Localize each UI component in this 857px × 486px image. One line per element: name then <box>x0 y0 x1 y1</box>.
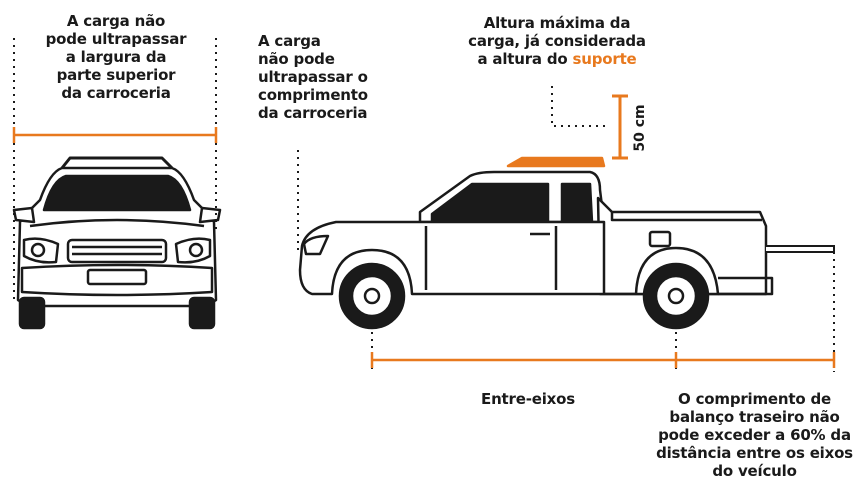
wheelbase-caption: Entre-eixos <box>448 390 608 408</box>
width-rule-caption: A carga não pode ultrapassar a largura d… <box>36 12 196 102</box>
height-value-label: 50 cm <box>632 104 648 151</box>
load-extension <box>766 245 835 253</box>
caption-line: do veículo <box>712 462 797 480</box>
caption-line: comprimento <box>258 86 368 104</box>
caption-line: A carga não <box>66 12 166 30</box>
caption-line: a altura do suporte <box>462 50 652 68</box>
caption-line: pode exceder a 60% da <box>658 426 851 444</box>
overhang-rule-caption: O comprimento de balanço traseiro não po… <box>652 390 857 480</box>
caption-line: não pode <box>258 50 335 68</box>
caption-line: a largura da <box>65 48 167 66</box>
caption-line: distância entre os eixos <box>656 444 853 462</box>
caption-line: parte superior <box>56 66 176 84</box>
caption-line: pode ultrapassar <box>45 30 187 48</box>
caption-line: O comprimento de <box>678 390 831 408</box>
caption-line: da carroceria <box>258 104 368 122</box>
front-view-car <box>12 156 222 330</box>
support-highlight: suporte <box>572 50 637 68</box>
caption-line: da carroceria <box>61 84 171 102</box>
width-dimension <box>12 38 218 300</box>
caption-line: Entre-eixos <box>481 390 575 408</box>
caption-text: a altura do <box>477 50 573 68</box>
caption-line: balanço traseiro não <box>669 408 840 426</box>
length-rule-caption: A carga não pode ultrapassar o comprimen… <box>258 32 398 122</box>
height-dimension <box>551 86 628 160</box>
caption-line: A carga <box>258 32 321 50</box>
wheelbase-dimension <box>370 252 836 372</box>
caption-line: ultrapassar o <box>258 68 368 86</box>
caption-line: carga, já considerada <box>468 32 646 50</box>
caption-line: Altura máxima da <box>483 14 631 32</box>
height-rule-caption: Altura máxima da carga, já considerada a… <box>462 14 652 68</box>
side-view-pickup <box>298 156 774 330</box>
